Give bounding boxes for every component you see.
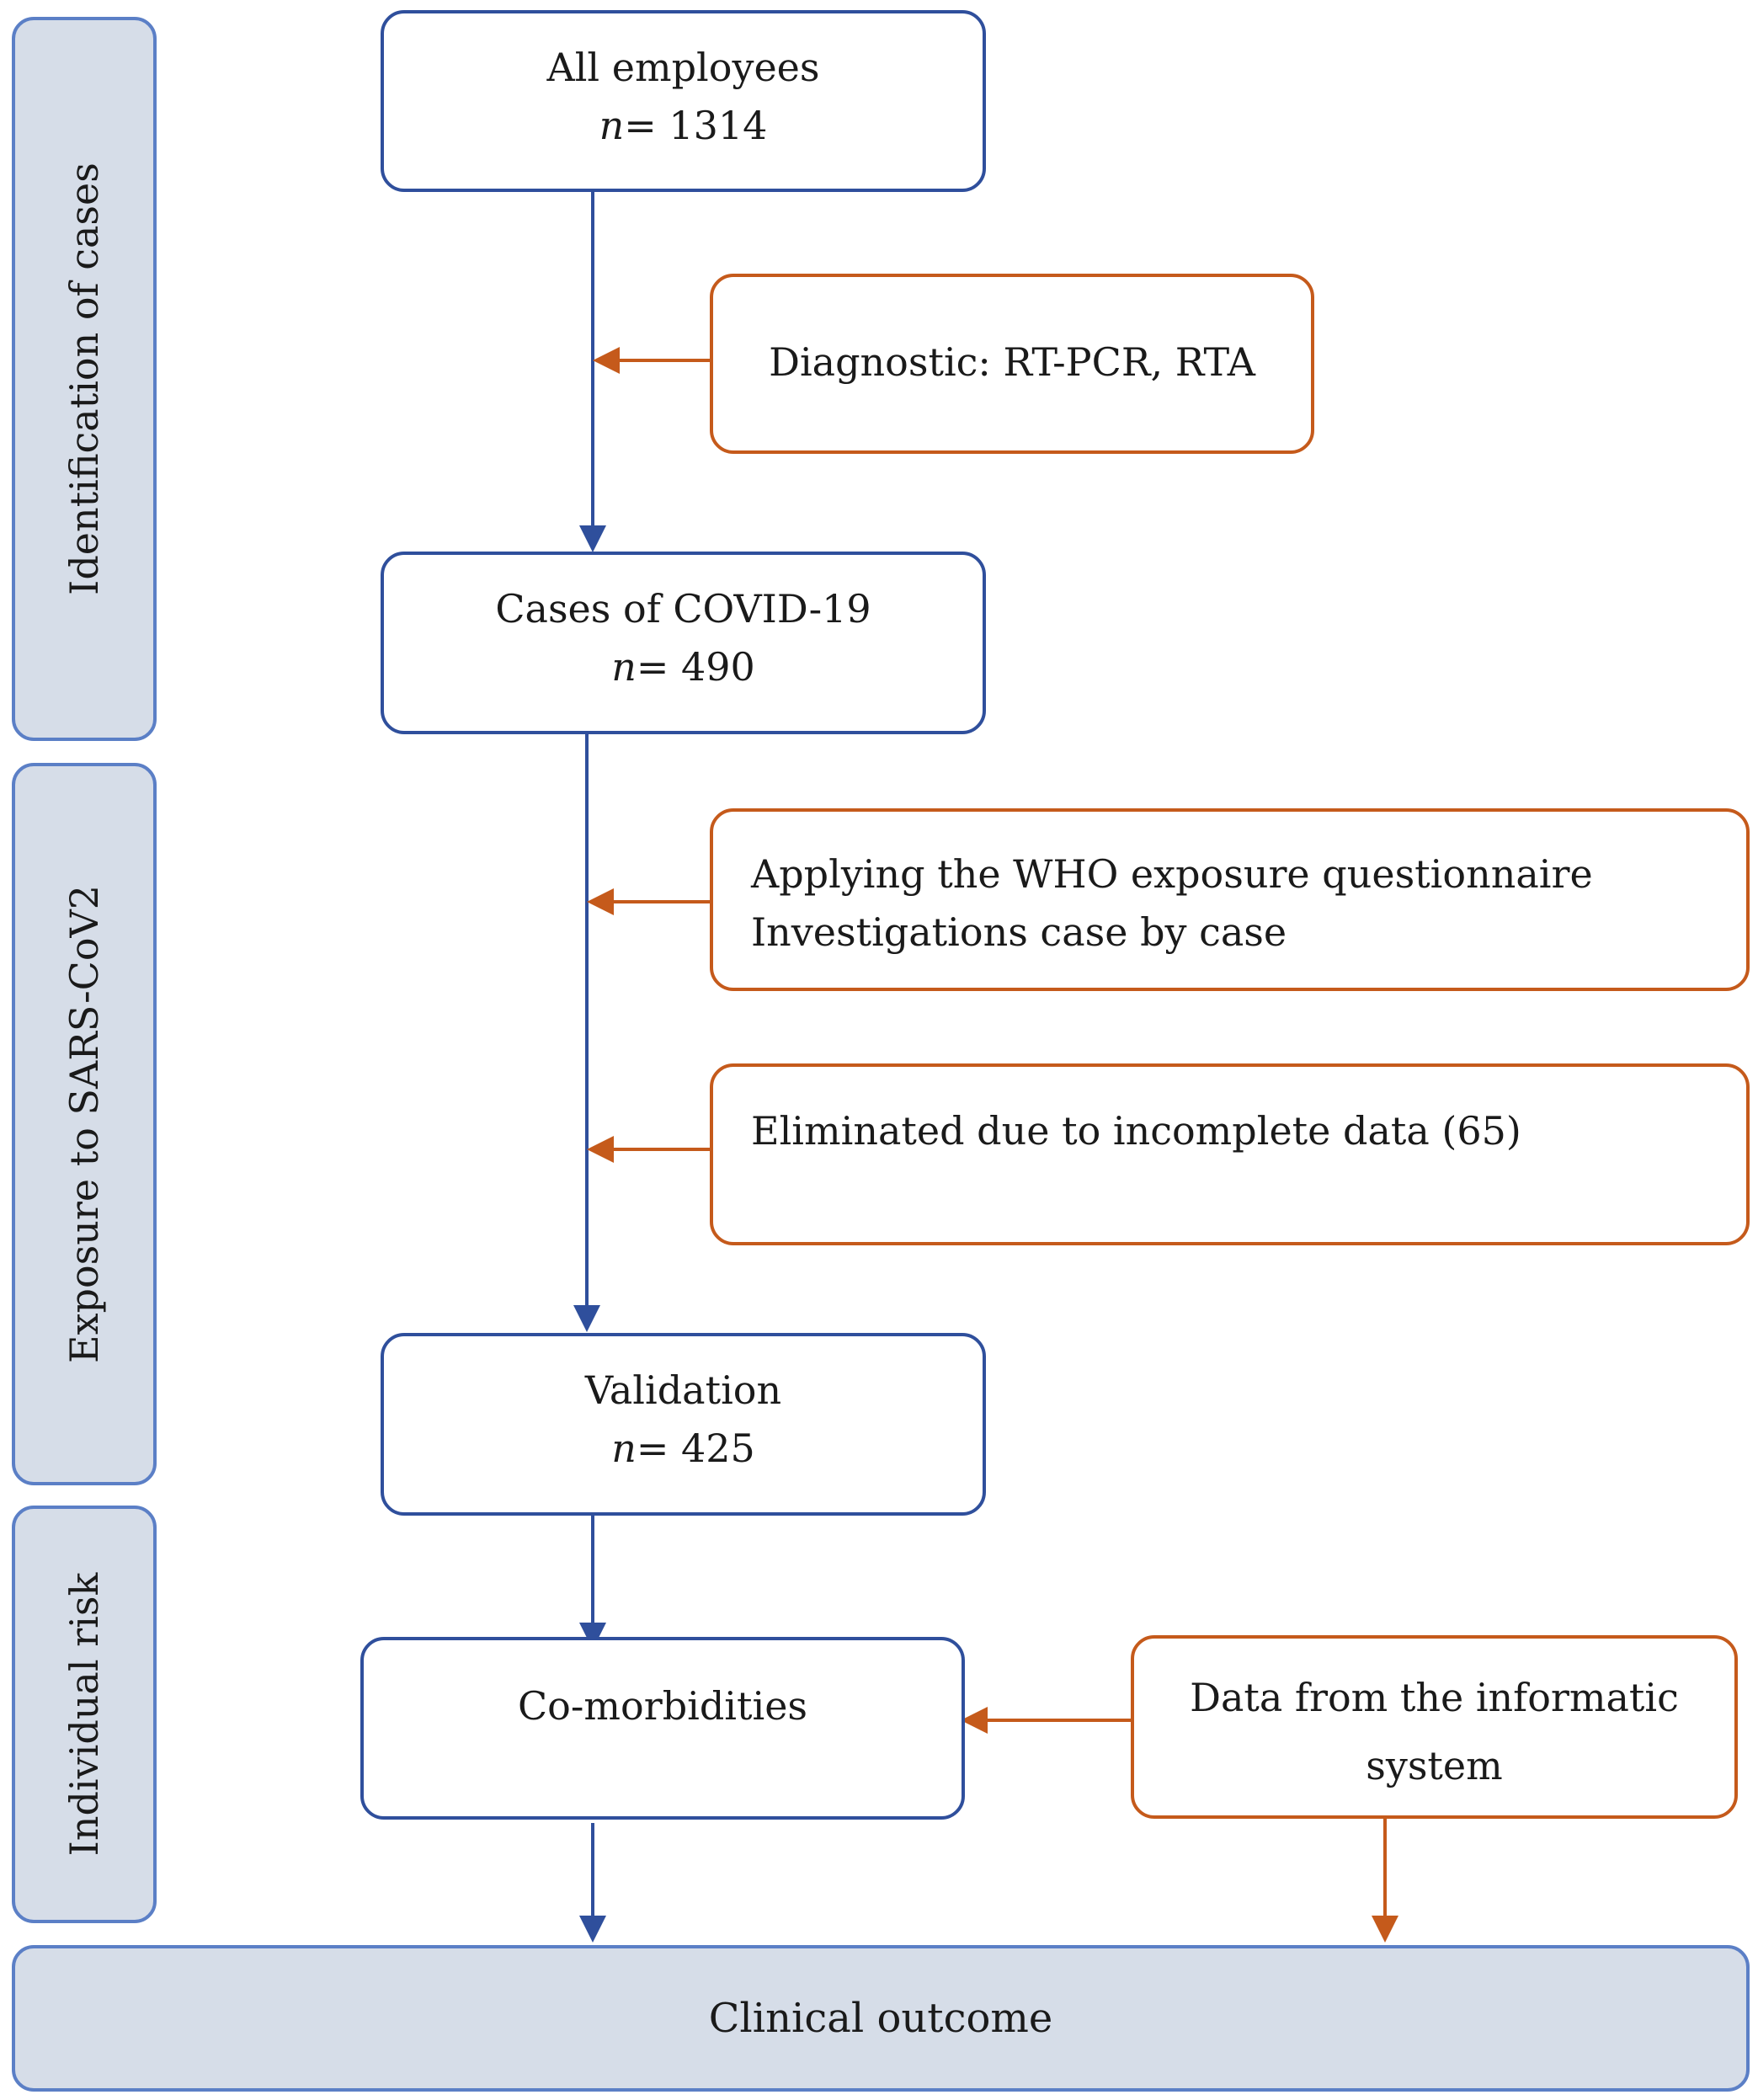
cases-covid-count: n= 490 (611, 644, 755, 690)
validation-title: Validation (584, 1367, 782, 1413)
informatic-line1: Data from the informatic (1190, 1675, 1679, 1720)
diagnostic-text: Diagnostic: RT-PCR, RTA (769, 339, 1255, 385)
phase-panel-individual-risk: Individual risk (12, 1506, 157, 1923)
phase-panel-identification: Identification of cases (12, 17, 157, 741)
phase-panel-exposure: Exposure to SARS-CoV2 (12, 763, 157, 1485)
validation-count: n= 425 (611, 1426, 755, 1471)
clinical-outcome-box: Clinical outcome (12, 1945, 1750, 2092)
box-informatic: Data from the informatic system (1131, 1635, 1738, 1819)
box-eliminated: Eliminated due to incomplete data (65) (710, 1063, 1750, 1245)
box-comorbidities: Co-morbidities (360, 1637, 965, 1820)
comorbidities-title: Co-morbidities (517, 1683, 808, 1729)
who-questionnaire-line1: Applying the WHO exposure questionnaire (751, 851, 1593, 897)
all-employees-count: n= 1314 (599, 103, 768, 148)
box-who-questionnaire: Applying the WHO exposure questionnaire … (710, 808, 1750, 991)
box-all-employees: All employees n= 1314 (381, 10, 986, 192)
eliminated-text: Eliminated due to incomplete data (65) (751, 1108, 1521, 1154)
box-validation: Validation n= 425 (381, 1333, 986, 1516)
box-diagnostic: Diagnostic: RT-PCR, RTA (710, 274, 1314, 454)
informatic-line2: system (1366, 1742, 1503, 1788)
all-employees-title: All employees (546, 45, 820, 90)
clinical-outcome-label: Clinical outcome (708, 1995, 1053, 2042)
who-questionnaire-line2: Investigations case by case (751, 909, 1287, 955)
cases-covid-title: Cases of COVID-19 (495, 586, 871, 632)
box-cases-covid: Cases of COVID-19 n= 490 (381, 552, 986, 734)
